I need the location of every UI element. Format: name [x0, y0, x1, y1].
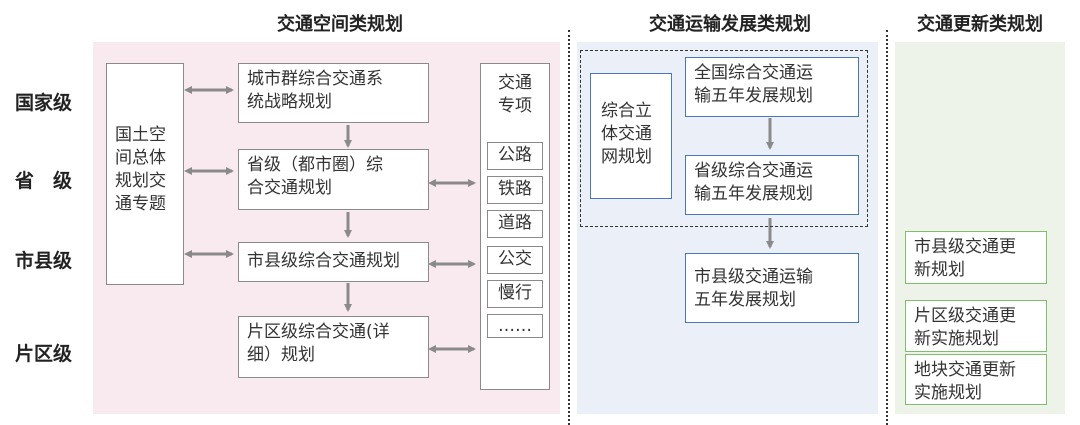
- special-item-railway: 铁路: [487, 176, 543, 204]
- national-five-year-plan-box: 全国综合交通运 输五年发展规划: [685, 57, 859, 117]
- integrated-network-plan-text: 综合立 体交通 网规划: [601, 101, 652, 167]
- renewal-panel: [895, 42, 1065, 414]
- province-transport-plan-box: 省级（都市圈）综 合交通规划: [238, 149, 429, 210]
- district-transport-plan-box: 片区级综合交通(详 细）规划: [238, 316, 429, 378]
- level-district: 片区级: [15, 343, 73, 365]
- city-cluster-strategy-text: 城市群综合交通系 统战略规划: [247, 69, 383, 112]
- header-spatial: 交通空间类规划: [277, 14, 403, 35]
- header-renewal: 交通更新类规划: [917, 14, 1043, 35]
- special-item-more: ……: [487, 314, 543, 338]
- county-transport-plan-box: 市县级综合交通规划: [238, 242, 429, 282]
- plot-renewal-plan-box: 地块交通更新 实施规划: [905, 354, 1047, 405]
- province-transport-plan-text: 省级（都市圈）综 合交通规划: [247, 155, 383, 198]
- plot-renewal-plan-text: 地块交通更新 实施规划: [914, 360, 1016, 403]
- county-transport-plan-text: 市县级综合交通规划: [247, 251, 400, 271]
- integrated-network-plan-box: 综合立 体交通 网规划: [590, 73, 672, 199]
- special-item-transit: 公交: [487, 246, 543, 274]
- county-five-year-plan-text: 市县级交通运输 五年发展规划: [694, 267, 813, 310]
- separator-right: [886, 30, 888, 425]
- special-item-road: 道路: [487, 210, 543, 238]
- header-transport: 交通运输发展类规划: [649, 14, 811, 35]
- special-projects-title: 交通 专项: [498, 73, 532, 116]
- territory-spatial-plan-box: 国土空 间总体 规划交 通专题: [106, 63, 184, 285]
- district-renewal-plan-box: 片区级交通更 新实施规划: [905, 300, 1047, 352]
- level-county: 市县级: [15, 250, 73, 272]
- dashed-group-frame: [580, 50, 868, 227]
- province-five-year-plan-box: 省级综合交通运 输五年发展规划: [685, 155, 859, 215]
- special-item-highway: 公路: [487, 142, 543, 170]
- territory-spatial-plan-text: 国土空 间总体 规划交 通专题: [115, 125, 166, 214]
- special-item-slow-traffic: 慢行: [487, 280, 543, 308]
- province-five-year-plan-text: 省级综合交通运 输五年发展规划: [694, 161, 813, 204]
- level-national: 国家级: [15, 92, 73, 114]
- county-renewal-plan-box: 市县级交通更 新规划: [905, 231, 1047, 284]
- city-cluster-strategy-box: 城市群综合交通系 统战略规划: [238, 63, 429, 123]
- separator-left: [568, 30, 570, 425]
- level-province: 省 级: [15, 170, 73, 192]
- county-renewal-plan-text: 市县级交通更 新规划: [914, 237, 1016, 280]
- district-transport-plan-text: 片区级综合交通(详 细）规划: [247, 322, 390, 365]
- county-five-year-plan-box: 市县级交通运输 五年发展规划: [685, 253, 859, 323]
- district-renewal-plan-text: 片区级交通更 新实施规划: [914, 306, 1016, 349]
- national-five-year-plan-text: 全国综合交通运 输五年发展规划: [694, 63, 813, 106]
